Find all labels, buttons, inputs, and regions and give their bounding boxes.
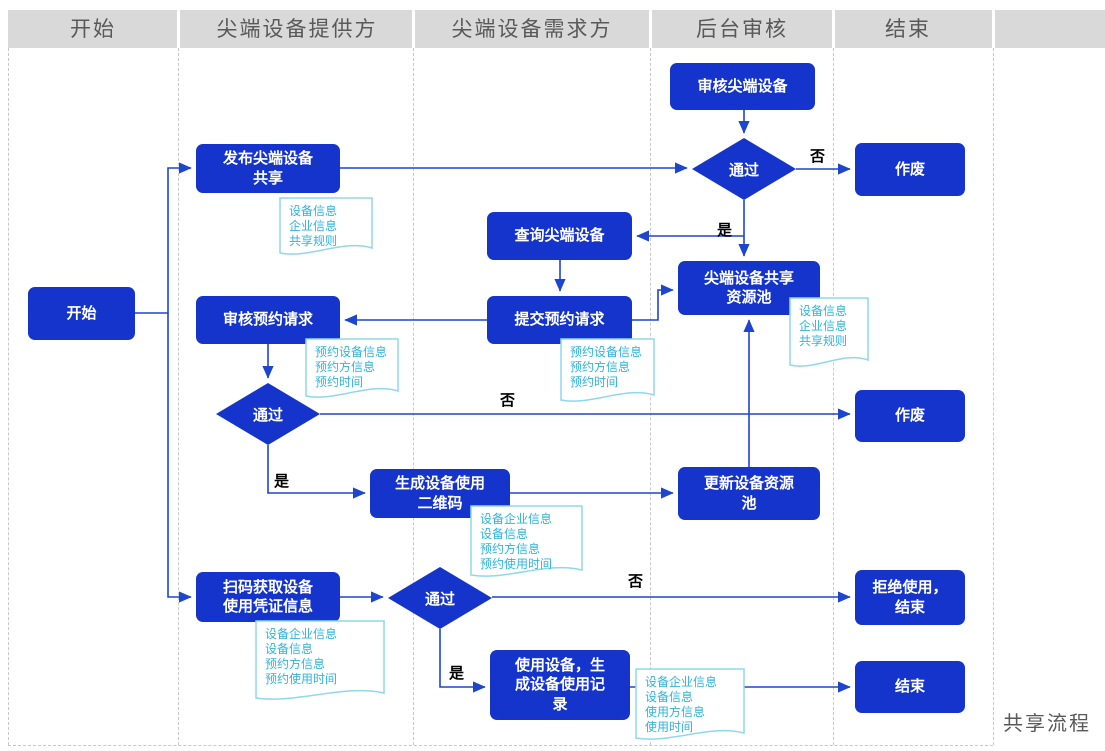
document-text: 设备企业信息设备信息使用方信息使用时间: [635, 668, 745, 735]
document-text: 设备信息企业信息共享规则: [279, 197, 373, 249]
lane-boundary: [178, 48, 179, 745]
doc-line: 设备信息: [265, 642, 314, 656]
doc-line: 预约时间: [570, 375, 619, 389]
document-use-device-info: 设备企业信息设备信息使用方信息使用时间: [635, 668, 745, 742]
doc-line: 预约方信息: [570, 360, 631, 374]
doc-line: 共享规则: [289, 234, 338, 248]
edge-submit-to-pool: [632, 284, 674, 321]
edge-label-yes-1: 是: [717, 221, 733, 239]
edge-label-no-3: 否: [628, 572, 644, 590]
edge-label-no-1: 否: [810, 147, 826, 165]
document-pool-info: 设备信息企业信息共享规则: [789, 297, 869, 369]
doc-line: 预约方信息: [265, 657, 326, 671]
decision3-label: 通过: [424, 589, 455, 608]
lane-header-demander: 尖端设备需求方: [451, 17, 613, 41]
decision1-label: 通过: [728, 160, 759, 179]
node-start: 开始: [28, 287, 135, 340]
edge-start-to-scan: [167, 313, 192, 603]
doc-line: 预约设备信息: [570, 345, 643, 359]
node-query-equipment: 查询尖端设备: [487, 212, 632, 260]
header-divider: [832, 10, 835, 48]
node-review-request: 审核预约请求: [196, 296, 340, 344]
doc-line: 设备企业信息: [480, 512, 553, 526]
document-generate-qr-info: 设备企业信息设备信息预约方信息预约使用时间: [470, 505, 583, 579]
document-text: 设备信息企业信息共享规则: [789, 297, 869, 349]
decision2-label: 通过: [252, 405, 283, 424]
node-update-pool: 更新设备资源 池: [678, 467, 820, 520]
lane-boundary: [833, 48, 834, 745]
doc-line: 共享规则: [799, 334, 848, 348]
node-review-equipment: 审核尖端设备: [670, 63, 815, 110]
lane-header-backend: 后台审核: [696, 17, 788, 41]
lane-header-start: 开始: [70, 17, 116, 41]
diagram-title: 共享流程: [1003, 711, 1091, 735]
document-text: 预约设备信息预约方信息预约时间: [305, 338, 399, 390]
lane-boundary: [650, 48, 651, 745]
edge-label-no-2: 否: [500, 391, 516, 409]
doc-line: 预约时间: [315, 375, 364, 389]
document-publish-info: 设备信息企业信息共享规则: [279, 197, 373, 257]
doc-line: 使用方信息: [645, 705, 706, 719]
node-refuse: 拒绝使用， 结束: [855, 570, 965, 625]
lane-boundary: [993, 48, 994, 745]
document-scan-code-info: 设备企业信息设备信息预约方信息预约使用时间: [255, 620, 385, 702]
document-review-request-info: 预约设备信息预约方信息预约时间: [305, 338, 399, 400]
doc-line: 预约设备信息: [315, 345, 388, 359]
doc-line: 设备信息: [799, 304, 848, 318]
edge-label-yes-2: 是: [274, 472, 290, 490]
header-divider: [177, 10, 180, 48]
node-void-2: 作废: [855, 390, 965, 442]
doc-line: 设备企业信息: [645, 675, 718, 689]
lane-header-end: 结束: [885, 17, 931, 41]
lane-header-bar: [8, 10, 1105, 48]
header-divider: [992, 10, 995, 48]
header-divider: [412, 10, 415, 48]
doc-line: 设备信息: [645, 690, 694, 704]
node-end: 结束: [855, 661, 965, 713]
doc-line: 设备信息: [289, 204, 338, 218]
document-text: 预约设备信息预约方信息预约时间: [560, 338, 655, 390]
doc-line: 设备信息: [480, 527, 529, 541]
doc-line: 预约使用时间: [265, 672, 338, 686]
document-text: 设备企业信息设备信息预约方信息预约使用时间: [470, 505, 583, 572]
doc-line: 企业信息: [799, 319, 848, 333]
doc-line: 设备企业信息: [265, 627, 338, 641]
document-text: 设备企业信息设备信息预约方信息预约使用时间: [255, 620, 385, 687]
doc-line: 预约方信息: [480, 542, 541, 556]
doc-line: 预约使用时间: [480, 557, 553, 571]
header-divider: [649, 10, 652, 48]
doc-line: 预约方信息: [315, 360, 376, 374]
lane-bottom-boundary: [8, 745, 993, 746]
node-use-device: 使用设备，生 成设备使用记 录: [490, 650, 630, 720]
edge-start-to-publish: [135, 162, 192, 314]
node-publish: 发布尖端设备 共享: [196, 144, 340, 193]
doc-line: 企业信息: [289, 219, 338, 233]
node-void-1: 作废: [855, 143, 965, 196]
node-scan-code: 扫码获取设备 使用凭证信息: [196, 572, 340, 622]
document-submit-request-info: 预约设备信息预约方信息预约时间: [560, 338, 655, 404]
node-submit-request: 提交预约请求: [487, 296, 632, 344]
lane-header-provider: 尖端设备提供方: [216, 17, 378, 41]
doc-line: 使用时间: [645, 720, 694, 734]
lane-boundary: [8, 48, 9, 745]
edge-label-yes-3: 是: [449, 664, 465, 682]
lane-boundary: [413, 48, 414, 745]
